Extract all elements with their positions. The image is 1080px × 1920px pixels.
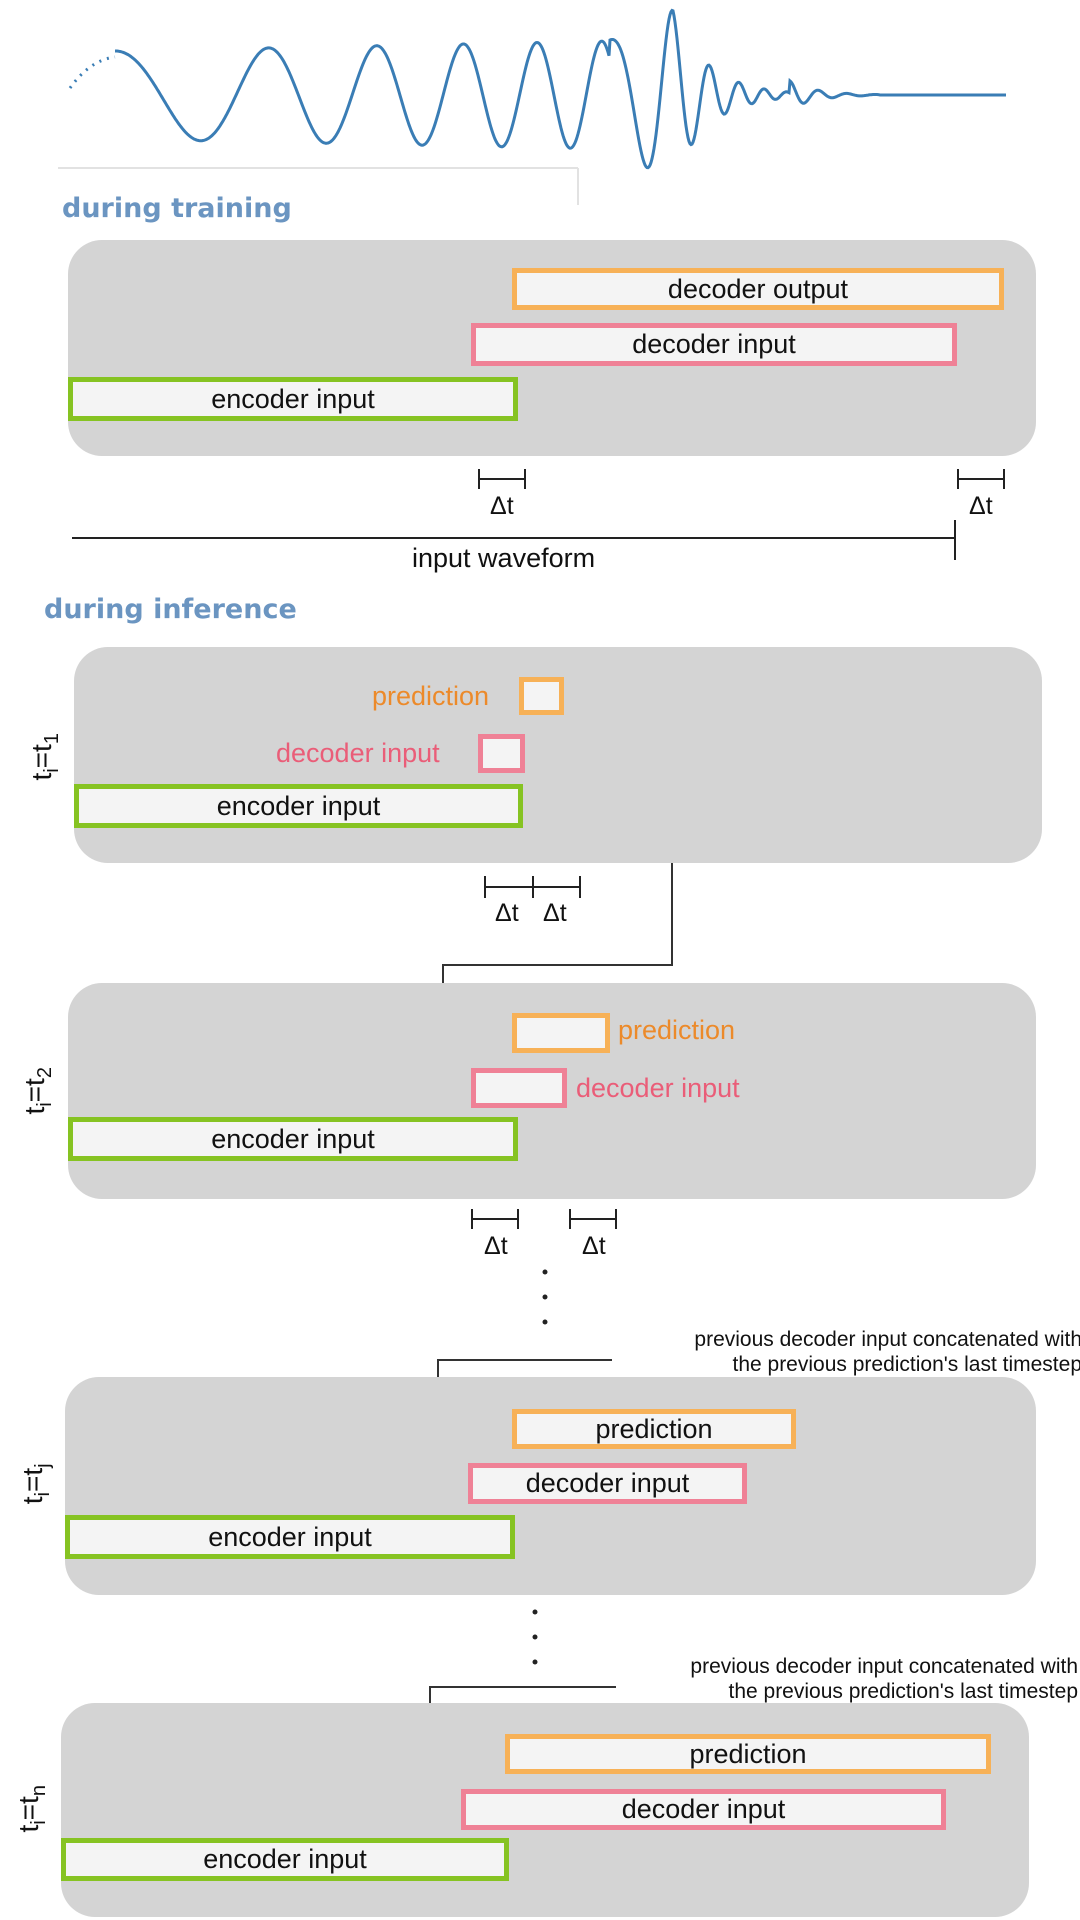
encoder-input-box: encoder input — [68, 1117, 518, 1161]
time-label-step1: ti=t1 — [26, 733, 63, 781]
prediction-box: prediction — [505, 1734, 991, 1774]
encoder-input-box: encoder input — [68, 377, 518, 421]
encoder-input-box: encoder input — [65, 1515, 515, 1559]
time-label-stepj: ti=tj — [17, 1463, 54, 1505]
delta-bracket-double — [484, 876, 581, 898]
decoder-input-box: decoder input — [461, 1789, 946, 1830]
encoder-input-box: encoder input — [61, 1838, 509, 1881]
decoder-input-box: decoder input — [468, 1463, 747, 1504]
concat-note: previous decoder input concatenated with… — [694, 1328, 1080, 1376]
prediction-label: prediction — [618, 1015, 736, 1045]
time-label-step2: ti=t2 — [19, 1067, 56, 1115]
decoder-input-box — [471, 1068, 567, 1108]
delta-label: Δt — [969, 492, 993, 520]
delta-label: Δt — [495, 899, 519, 927]
input-waveform-label: input waveform — [412, 543, 596, 573]
prediction-box — [519, 677, 564, 715]
prediction-label: prediction — [372, 681, 490, 711]
decoder-input-label: decoder input — [576, 1073, 740, 1103]
decoder-input-box — [478, 734, 525, 773]
encoder-input-box: encoder input — [74, 784, 523, 828]
decoder-output-box: decoder output — [512, 268, 1004, 310]
prediction-box: prediction — [512, 1409, 796, 1449]
time-label-stepn: ti=tn — [13, 1785, 50, 1833]
delta-bracket — [478, 469, 1005, 489]
input-waveform-curve — [115, 8, 1006, 170]
decoder-input-label: decoder input — [276, 738, 440, 768]
delta-label: Δt — [543, 899, 567, 927]
section-title-inference: during inference — [44, 594, 297, 625]
input-waveform-span — [72, 520, 956, 560]
prediction-box — [512, 1013, 610, 1053]
delta-bracket-step2 — [471, 1209, 617, 1229]
delta-label: Δt — [582, 1232, 606, 1260]
concat-note: previous decoder input concatenated with… — [690, 1655, 1078, 1703]
decoder-input-box: decoder input — [471, 323, 957, 366]
delta-label: Δt — [490, 492, 514, 520]
section-title-training: during training — [62, 193, 292, 224]
waveform-dotted-start — [68, 55, 116, 89]
delta-label: Δt — [484, 1232, 508, 1260]
ellipsis-dots — [532, 1269, 548, 1665]
